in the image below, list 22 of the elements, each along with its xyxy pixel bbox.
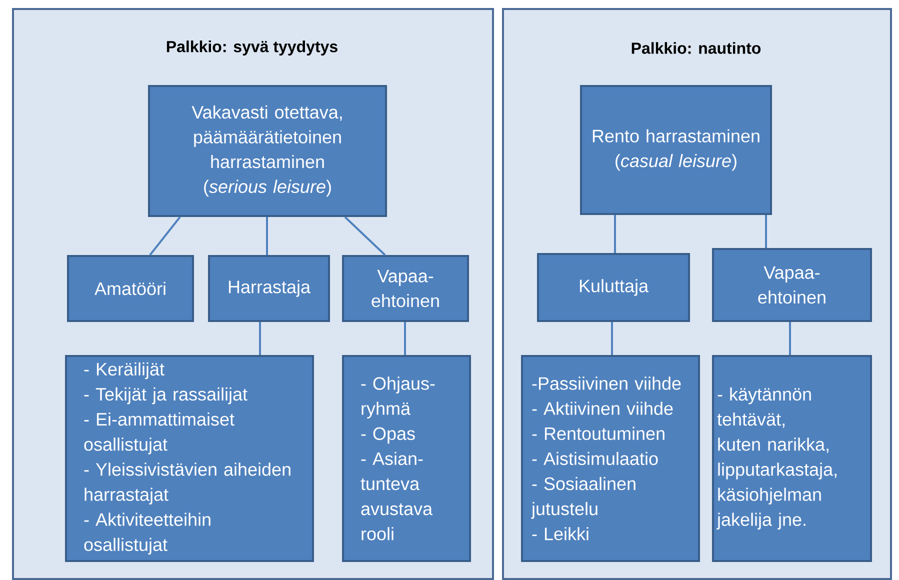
- connector-line: [789, 322, 791, 355]
- connector-line: [614, 215, 616, 253]
- category-box: - Keräilijät - Tekijät ja rassailijat - Ei-ammattimaiset osallistujat - Yleissivistävien aiheiden harrastajat - Aktiviteetteihin osallistujat: [65, 355, 314, 562]
- category-box: Vapaa-ehtoinen: [342, 255, 469, 322]
- category-box: Vakavasti otettava, päämäärätietoinen harrastaminen (serious leisure): [148, 85, 388, 217]
- connector-line: [259, 322, 261, 355]
- connector-line: [266, 217, 268, 255]
- category-box: - Ohjaus-ryhmä - Opas - Asian-tunteva avustava rooli: [342, 355, 471, 562]
- panel-title: Palkkio: syvä tyydytys: [166, 40, 338, 56]
- connector-line: [765, 215, 767, 248]
- connector-line: [404, 322, 406, 355]
- category-box: Harrastaja: [208, 255, 330, 322]
- category-box: - käytännön tehtävät, kuten narikka, lipputarkastaja, käsiohjelman jakelija jne.: [712, 355, 872, 562]
- connector-line: [344, 216, 386, 256]
- category-box: Rento harrastaminen (casual leisure): [580, 85, 772, 215]
- category-box: Amatööri: [67, 255, 194, 322]
- category-box: -Passiivinen viihde - Aktiivinen viihde - Rentoutuminen - Aistisimulaatio - Sosiaalinen jutustelu - Leikki: [521, 355, 700, 562]
- category-box: Kuluttaja: [537, 253, 690, 322]
- panel-title: Palkkio: nautinto: [632, 42, 761, 54]
- connector-line: [611, 322, 613, 355]
- category-box: Vapaa-ehtoinen: [712, 248, 872, 322]
- connector-line: [149, 216, 181, 256]
